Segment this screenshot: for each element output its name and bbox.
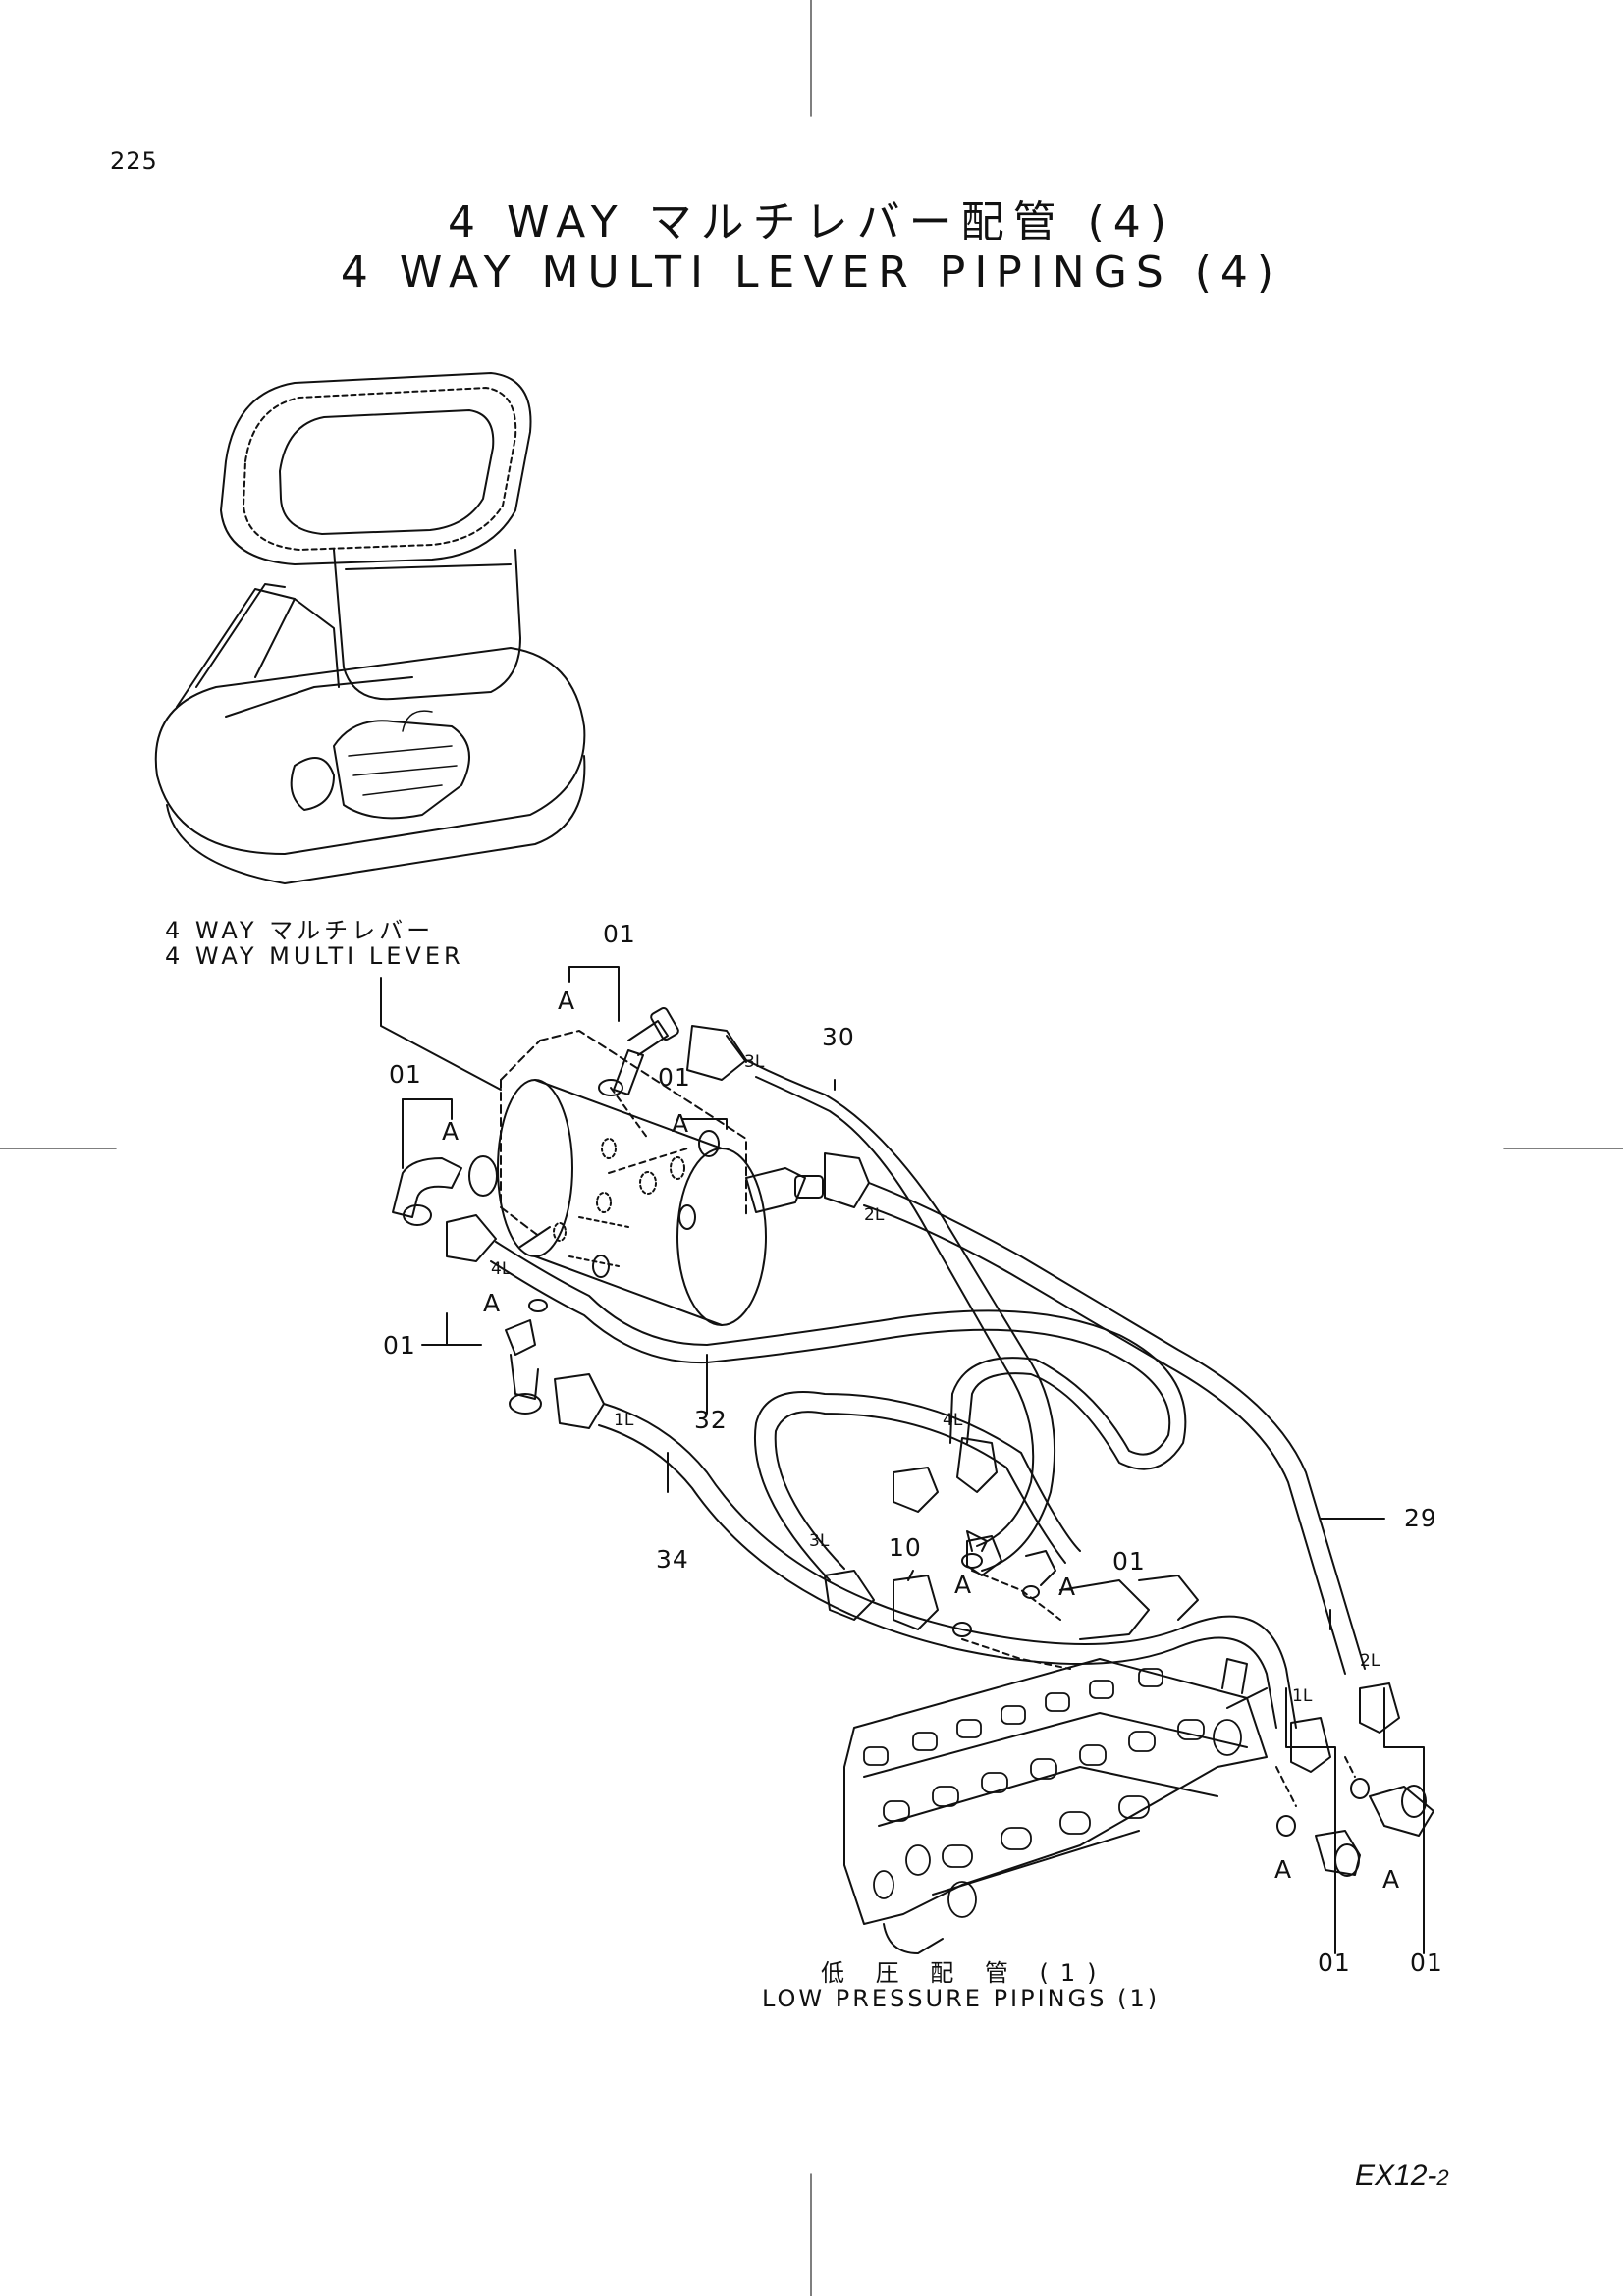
callout-01-top: 01 bbox=[603, 920, 636, 948]
marker-a-item10: A bbox=[954, 1571, 973, 1599]
port-4l-left: 4L bbox=[491, 1259, 512, 1279]
label-low-pressure-japanese: 低 圧 配 管 (1) bbox=[821, 1959, 1109, 1987]
page-title-english: 4 WAY MULTI LEVER PIPINGS (4) bbox=[340, 247, 1283, 297]
callout-01-bottom-a: 01 bbox=[1318, 1949, 1351, 1977]
marker-a-left: A bbox=[442, 1117, 460, 1146]
callout-10: 10 bbox=[889, 1533, 922, 1562]
multi-lever-valve-body bbox=[497, 1030, 767, 1326]
machine-overview-illustration bbox=[154, 372, 586, 884]
footer-model-code: EX12-2 bbox=[1355, 2160, 1449, 2193]
hose-32 bbox=[490, 1241, 1187, 1470]
hose-29 bbox=[863, 1182, 1366, 1675]
port-1l-right: 1L bbox=[1292, 1686, 1313, 1706]
callout-01-mid: 01 bbox=[658, 1063, 691, 1092]
callout-01-bottom-b: 01 bbox=[1410, 1949, 1443, 1977]
callout-01-lower-left: 01 bbox=[383, 1331, 416, 1360]
marker-a-bottom-a: A bbox=[1274, 1855, 1293, 1884]
callout-29: 29 bbox=[1404, 1504, 1437, 1532]
port-3l-low: 3L bbox=[809, 1531, 830, 1551]
fitting-item-10 bbox=[893, 1467, 1056, 1586]
control-valve-block bbox=[843, 1575, 1268, 1954]
elbow-fitting-bottom-right bbox=[1315, 1785, 1434, 1877]
o-rings bbox=[952, 1553, 1370, 1837]
callout-01-right: 01 bbox=[1112, 1547, 1146, 1575]
dashed-connection-lines bbox=[608, 1087, 1356, 1807]
marker-a-lower-left: A bbox=[483, 1289, 502, 1317]
callout-30: 30 bbox=[822, 1023, 855, 1051]
callout-01-left: 01 bbox=[389, 1060, 422, 1089]
straight-fitting-mid bbox=[698, 1130, 824, 1213]
hose-end-fittings bbox=[446, 1025, 1400, 1773]
port-1l-left: 1L bbox=[614, 1411, 634, 1430]
footer-revision: 2 bbox=[1436, 2165, 1449, 2190]
port-2l-right: 2L bbox=[1360, 1651, 1380, 1671]
page-title-japanese: 4 WAY マルチレバー配管 (4) bbox=[448, 197, 1175, 247]
port-3l-top: 3L bbox=[744, 1052, 765, 1072]
hose-30 bbox=[745, 1059, 1056, 1572]
label-low-pressure-english: LOW PRESSURE PIPINGS (1) bbox=[762, 1985, 1161, 2012]
marker-a-bottom-b: A bbox=[1382, 1865, 1401, 1894]
marker-a-right: A bbox=[1058, 1573, 1077, 1601]
footer-code: EX12- bbox=[1355, 2160, 1437, 2192]
callout-32: 32 bbox=[694, 1406, 728, 1434]
elbow-fitting-lower-left bbox=[505, 1299, 548, 1415]
callout-34: 34 bbox=[656, 1545, 689, 1574]
port-2l-top: 2L bbox=[864, 1205, 885, 1225]
page-number: 225 bbox=[110, 147, 158, 175]
elbow-fitting-top bbox=[598, 1006, 679, 1096]
marker-a-top: A bbox=[558, 987, 576, 1015]
leader-lines bbox=[380, 966, 1425, 1954]
elbow-fitting-left bbox=[392, 1155, 498, 1226]
hose-34 bbox=[598, 1403, 1297, 1729]
marker-a-mid: A bbox=[672, 1109, 690, 1138]
hose-3l-loop bbox=[754, 1391, 1081, 1581]
label-multi-lever-english: 4 WAY MULTI LEVER bbox=[165, 942, 464, 970]
port-4l-mid: 4L bbox=[943, 1411, 963, 1430]
label-multi-lever-japanese: 4 WAY マルチレバー bbox=[165, 917, 435, 944]
